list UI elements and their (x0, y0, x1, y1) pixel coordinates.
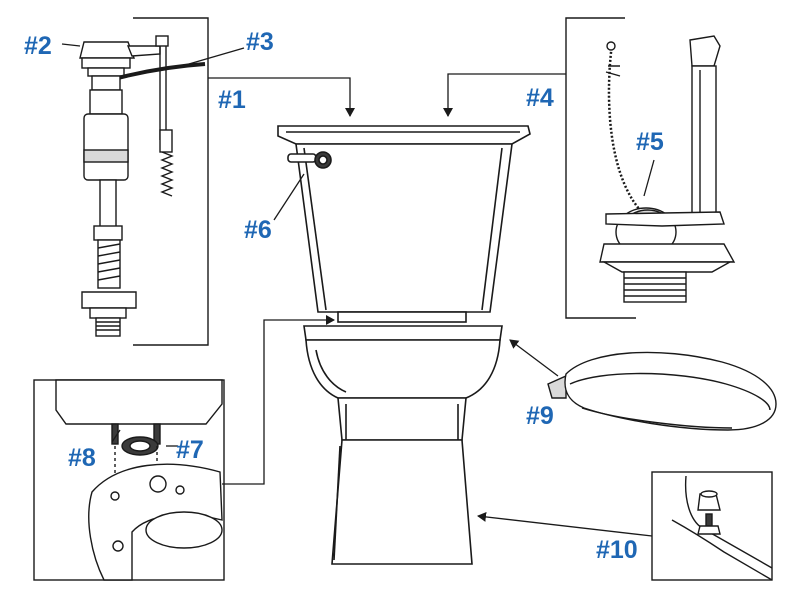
label-tank-bolts: #8 (68, 444, 96, 472)
bolt-caps-inset (651, 471, 773, 581)
label-flush-valve: #4 (526, 84, 554, 112)
label-seat: #9 (526, 402, 554, 430)
label-fill-valve: #1 (218, 86, 246, 114)
toilet-tank-illustration (277, 125, 531, 323)
toilet-bowl-illustration (303, 325, 503, 565)
label-tank-to-bowl-gasket: #7 (176, 436, 204, 464)
leader-lines (61, 43, 655, 537)
toilet-seat-illustration (547, 351, 777, 431)
label-refill-tube: #3 (246, 28, 274, 56)
label-trip-lever: #6 (244, 216, 272, 244)
flush-valve-illustration (565, 17, 736, 319)
label-flapper: #5 (636, 128, 664, 156)
label-bolt-caps: #10 (596, 536, 638, 564)
tank-bolts-inset (33, 379, 225, 581)
label-fill-valve-cap: #2 (24, 32, 52, 60)
fill-valve-illustration (79, 17, 209, 346)
